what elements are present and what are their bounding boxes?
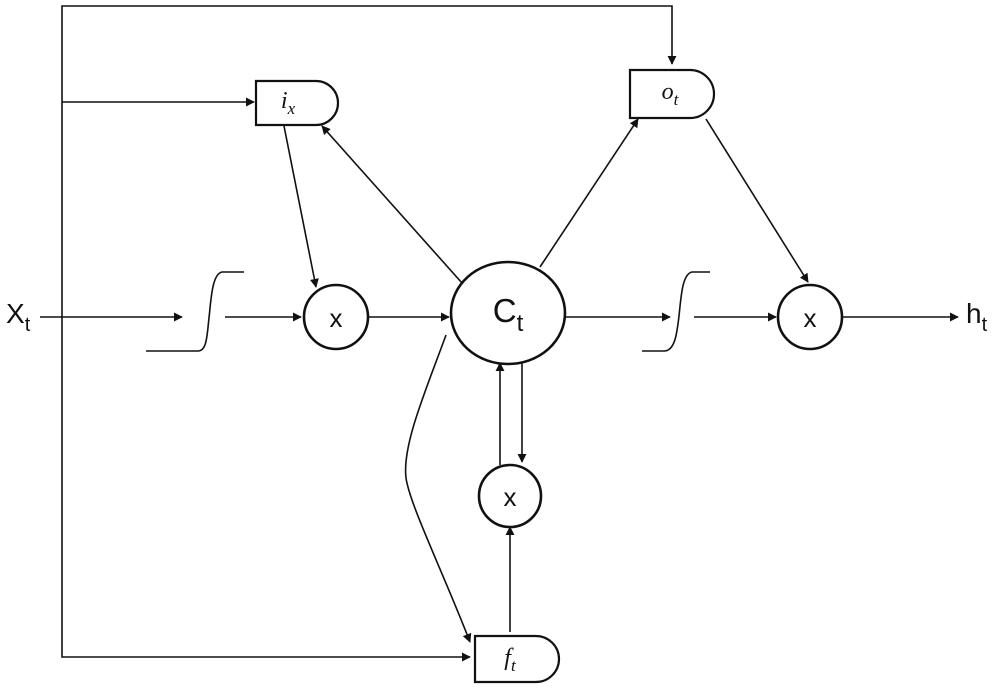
input-gate-label: i <box>281 88 288 114</box>
arrow-cell-to-output-gate <box>539 118 639 268</box>
forget-gate-subscript: t <box>511 656 517 675</box>
tanh-right-curve <box>642 271 710 352</box>
svg-text:Ct: Ct <box>493 292 524 337</box>
output-gate-subscript: t <box>674 90 680 109</box>
input-gate-subscript: x <box>287 99 296 118</box>
forget-gate: ft <box>473 634 561 684</box>
arrow-input-gate-to-mult <box>283 125 319 288</box>
svg-text:ft: ft <box>504 645 517 675</box>
input-xt-label: Xt <box>6 298 31 336</box>
arrow-cell-to-forget-gate <box>404 334 472 643</box>
forget-multiplier-label: x <box>504 482 517 512</box>
input-multiplier-label: x <box>330 303 343 333</box>
svg-text:ix: ix <box>281 88 296 118</box>
output-gate: ot <box>628 68 716 120</box>
cell-state: Ct <box>449 260 567 366</box>
forget-multiplier: x <box>477 463 543 529</box>
output-multiplier: x <box>776 283 844 351</box>
forget-gate-label: f <box>504 645 514 671</box>
output-ht-label: ht <box>966 298 988 336</box>
input-multiplier: x <box>302 283 370 351</box>
input-gate: ix <box>254 79 340 127</box>
cell-state-label: C <box>493 292 517 329</box>
arrow-cell-to-input-gate <box>321 125 463 284</box>
svg-text:ot: ot <box>662 79 680 109</box>
cell-state-subscript: t <box>517 310 524 337</box>
output-gate-label: o <box>662 79 674 105</box>
tanh-left-curve <box>146 271 244 352</box>
bus-top-line <box>61 5 677 317</box>
arrow-output-gate-to-mult <box>705 118 809 283</box>
output-multiplier-label: x <box>804 303 817 333</box>
bus-to-forget-gate <box>61 317 471 662</box>
